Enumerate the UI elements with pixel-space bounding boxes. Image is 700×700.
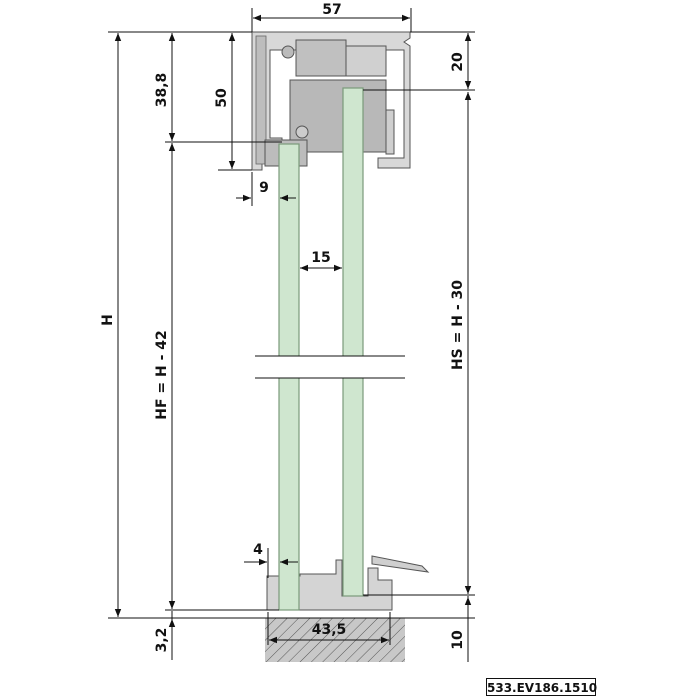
- dim-388-label: 38,8: [154, 73, 170, 108]
- dim-435-label: 43,5: [312, 622, 347, 638]
- side-clip: [385, 109, 395, 155]
- sliding-glass-panel: [342, 87, 364, 597]
- dim-hf-label: HF = H - 42: [154, 330, 170, 420]
- roller-wheel: [281, 45, 295, 59]
- dim-h-label: H: [100, 314, 116, 326]
- rail-inner-channel: [255, 35, 267, 165]
- dim-9-label: 9: [259, 180, 269, 196]
- roller-cap: [345, 45, 387, 77]
- roller-carriage: [295, 39, 347, 77]
- dim-20-label: 20: [450, 52, 466, 72]
- dim-15-label: 15: [311, 250, 330, 266]
- dim-32-label: 3,2: [154, 628, 170, 653]
- bracket-knob: [295, 125, 309, 139]
- reference-code: 533.EV186.1510: [486, 678, 597, 696]
- dim-4-label: 4: [253, 542, 263, 558]
- bottom-seal: [371, 555, 430, 573]
- break-band: [255, 356, 405, 378]
- dim-10-label: 10: [450, 630, 466, 650]
- dim-57-label: 57: [322, 2, 341, 18]
- dim-50-label: 50: [214, 88, 230, 108]
- dim-hs-label: HS = H - 30: [450, 280, 466, 370]
